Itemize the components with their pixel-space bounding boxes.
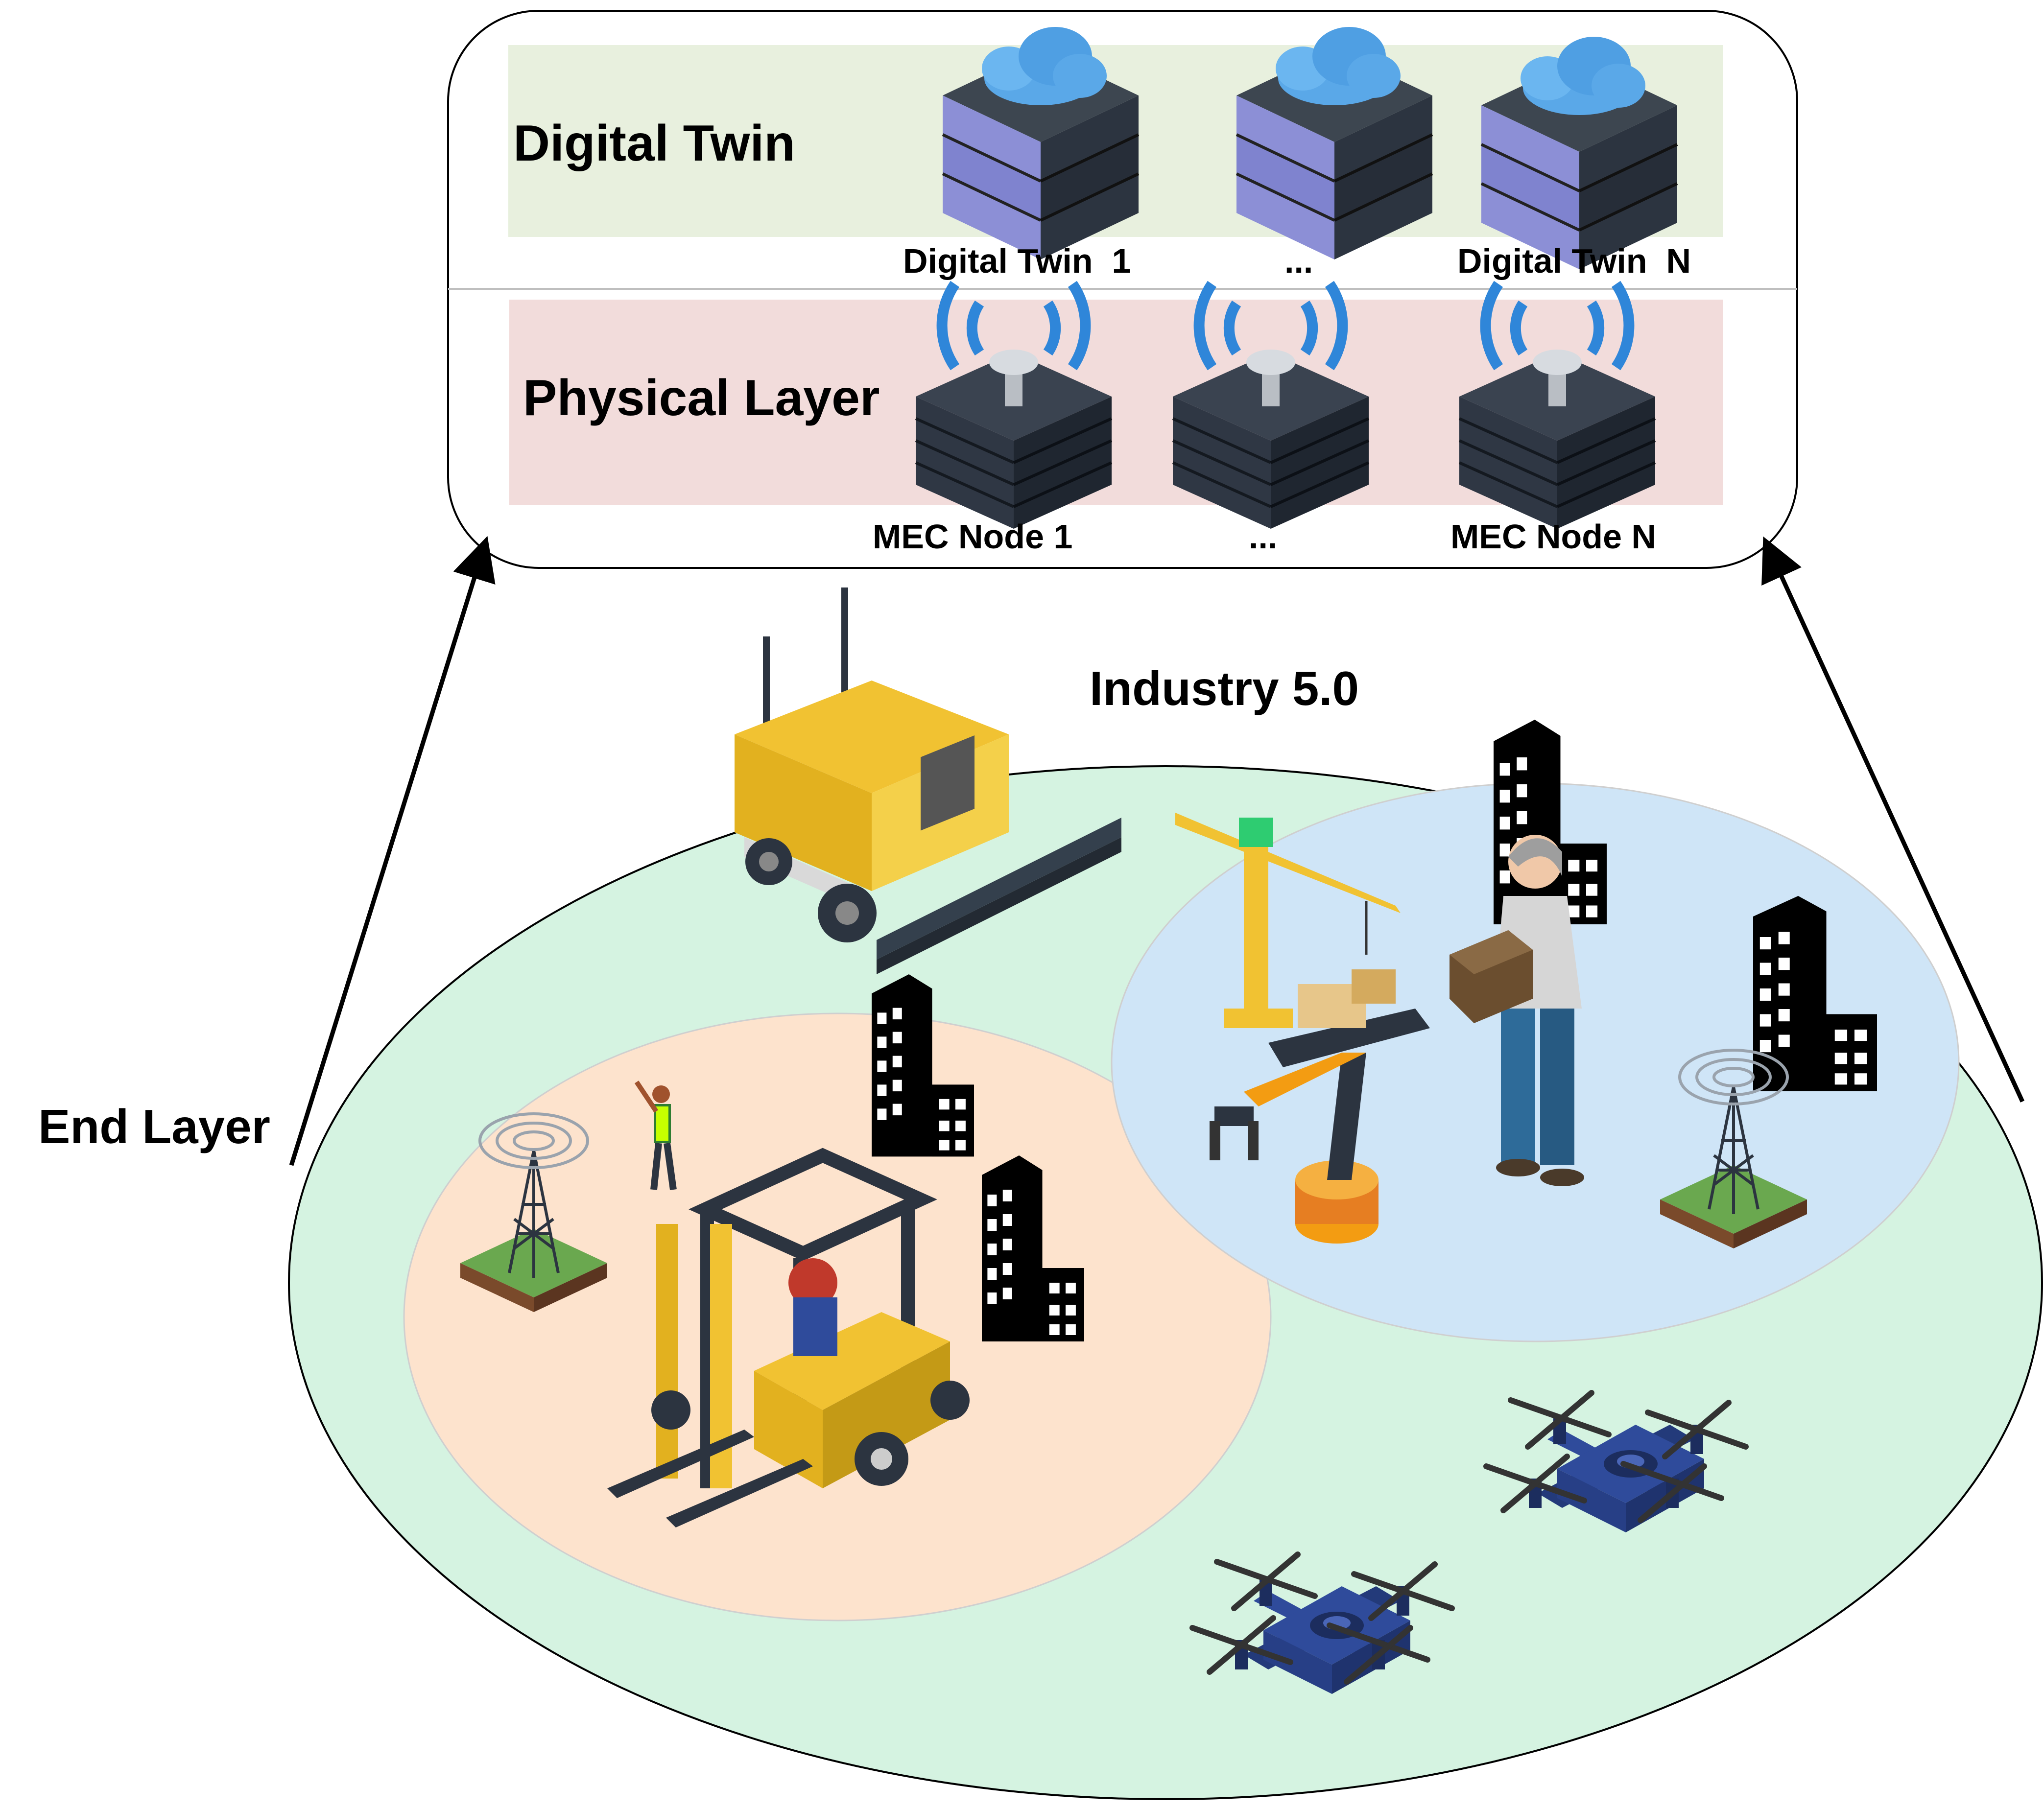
mec-label-1: MEC Node 1: [873, 517, 1072, 556]
end-layer-area: Industry 5.0 End Layer: [38, 587, 2043, 1800]
forklift-icon: [607, 1148, 970, 1527]
left-arrow: [289, 536, 496, 1166]
digital-twin-label: Digital Twin: [513, 115, 795, 172]
person-icon: [634, 1081, 677, 1190]
mec-label-n: MEC Node N: [1450, 517, 1656, 556]
right-arrow: [1761, 536, 2025, 1103]
twin-label-n: Digital Twin N: [1457, 242, 1691, 280]
agv-robot-icon: [735, 587, 1121, 974]
twin-label-ellipsis: ...: [1284, 242, 1313, 280]
mec-label-ellipsis: ...: [1249, 517, 1277, 556]
twin-label-1: Digital Twin 1: [903, 242, 1131, 280]
end-layer-label: End Layer: [38, 1100, 270, 1153]
worker-icon: [1450, 835, 1584, 1186]
industry-label: Industry 5.0: [1090, 661, 1359, 715]
physical-layer-label: Physical Layer: [523, 370, 879, 426]
robot-arm-icon: [1210, 1053, 1379, 1244]
crane-icon: [1175, 813, 1430, 1067]
top-panel: Digital Twin Physical Layer Digital Twin…: [447, 10, 1798, 569]
